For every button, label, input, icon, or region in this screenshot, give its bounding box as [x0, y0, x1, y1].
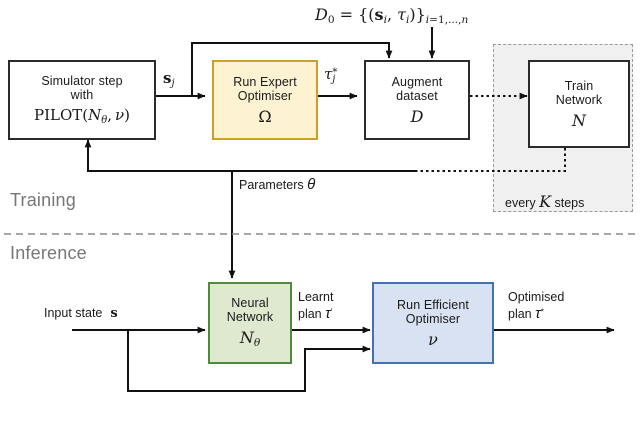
- edge-label-optimised-plan: Optimised plan τ*: [508, 290, 565, 322]
- expert-symbol: Ω: [258, 106, 272, 126]
- simulator-symbol: PILOT(Nθ, ν): [34, 106, 130, 126]
- box-run-expert-optimiser[interactable]: Run Expert Optimiser Ω: [212, 60, 318, 140]
- network-symbol: N: [572, 110, 586, 130]
- section-label-training: Training: [10, 190, 76, 210]
- edge-label-parameters: Parameters θ: [239, 176, 316, 193]
- box-simulator-step[interactable]: Simulator step with PILOT(Nθ, ν): [8, 60, 156, 140]
- edge-label-learnt-plan: Learnt plan τ′: [298, 290, 334, 322]
- efficient-optimiser-symbol: ν: [428, 329, 438, 349]
- every-k-steps-label: every K steps: [505, 192, 585, 211]
- box-neural-network[interactable]: Neural Network Nθ: [208, 282, 292, 364]
- box-run-efficient-optimiser[interactable]: Run Efficient Optimiser ν: [372, 282, 494, 364]
- edge-label-input-state: Input state s: [44, 306, 118, 321]
- edge-label-tau-star-j: τ*j: [324, 65, 338, 85]
- box-train-network[interactable]: Train Network N: [528, 60, 630, 148]
- box-augment-dataset[interactable]: Augment dataset D: [364, 60, 470, 140]
- neural-network-symbol: Nθ: [239, 328, 261, 350]
- section-label-inference: Inference: [10, 243, 87, 263]
- edge-label-state-j: sj: [163, 69, 175, 89]
- dataset-symbol: D: [410, 106, 424, 126]
- dataset-equation: D0 = {(si, τi)}i=1,...,n: [315, 5, 469, 26]
